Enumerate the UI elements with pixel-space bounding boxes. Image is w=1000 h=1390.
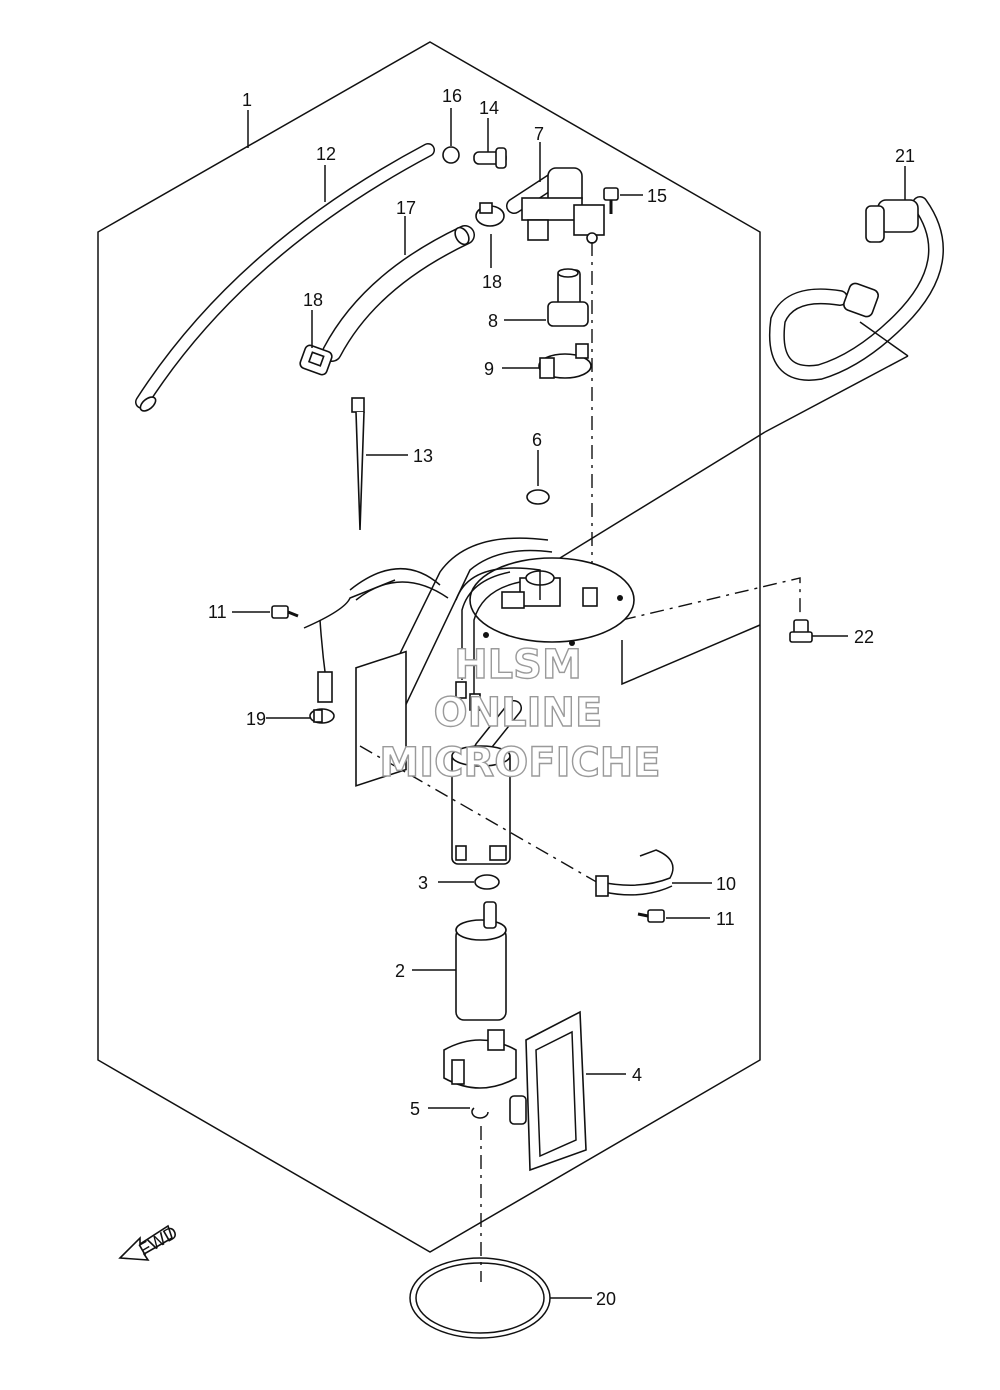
fwd-arrow: FWD (118, 1222, 181, 1261)
label-part-20: 20 (596, 1289, 616, 1309)
part-11-screw-top (271, 605, 299, 619)
part-15-screw (603, 187, 619, 214)
label-part-16: 16 (442, 86, 462, 106)
label-part-1: 1 (242, 90, 252, 110)
part-11-screw-bottom (637, 909, 665, 923)
label-part-22: 22 (854, 627, 874, 647)
part-3-oring (474, 874, 500, 890)
label-part-21: 21 (895, 146, 915, 166)
label-part-19: 19 (246, 709, 266, 729)
part-12-hose (135, 143, 435, 412)
label-part-18b: 18 (482, 272, 502, 292)
part-10-band (595, 849, 674, 897)
part-22-bolt (789, 619, 813, 643)
label-part-11b: 11 (716, 909, 735, 929)
label-part-14: 14 (479, 98, 499, 118)
pump-housing (451, 700, 522, 865)
part-13-tie (351, 397, 365, 531)
part-17-hose (322, 225, 475, 362)
centerline-10 (359, 745, 601, 885)
pump-holder (443, 1029, 517, 1089)
label-part-3: 3 (418, 873, 428, 893)
part-7-valve (506, 167, 605, 244)
label-part-9: 9 (484, 359, 494, 379)
label-part-17: 17 (396, 198, 416, 218)
part-9-clamp (538, 343, 592, 379)
ground-wire (303, 579, 396, 703)
label-part-8: 8 (488, 311, 498, 331)
part-6-washer (526, 489, 550, 505)
label-part-15: 15 (647, 186, 667, 206)
pump-flange (469, 557, 635, 646)
label-part-12: 12 (316, 144, 336, 164)
part-5-clip (471, 1107, 489, 1119)
watermark-line1: HLSM (454, 642, 582, 688)
leader-22 (621, 577, 801, 621)
label-part-10: 10 (716, 874, 736, 894)
leader-lines (232, 108, 906, 1299)
leader-flange (621, 624, 761, 686)
label-part-11a: 11 (208, 602, 227, 622)
label-part-5: 5 (410, 1099, 420, 1119)
part-18-clip-left (299, 344, 333, 376)
label-part-4: 4 (632, 1065, 642, 1085)
part-4-filter (509, 1010, 587, 1172)
part-18-clip-right (475, 202, 505, 227)
label-part-7: 7 (534, 124, 544, 144)
label-part-2: 2 (395, 961, 405, 981)
part-8-connector (547, 268, 589, 327)
part-19-clamp (309, 708, 335, 724)
part-16-ring (442, 146, 460, 164)
pump-frame (349, 537, 553, 787)
label-part-18a: 18 (303, 290, 323, 310)
label-part-6: 6 (532, 430, 542, 450)
part-labels: 1 12 16 14 7 15 17 18 18 8 9 13 6 11 19 … (208, 86, 915, 1309)
assembly-outline (97, 41, 761, 1253)
watermark-line3: MICROFICHE (379, 740, 660, 786)
leader-hose-to-pump (559, 431, 766, 559)
part-21-fuel-hose (764, 196, 944, 433)
label-part-13: 13 (413, 446, 433, 466)
part-20-gasket (409, 1257, 551, 1339)
part-2-pump (455, 901, 507, 1021)
part-14-fitting (473, 147, 507, 169)
watermark-line2: ONLINE (434, 690, 603, 736)
watermark: HLSM ONLINE MICROFICHE (379, 641, 662, 786)
fwd-label: FWD (135, 1222, 180, 1260)
